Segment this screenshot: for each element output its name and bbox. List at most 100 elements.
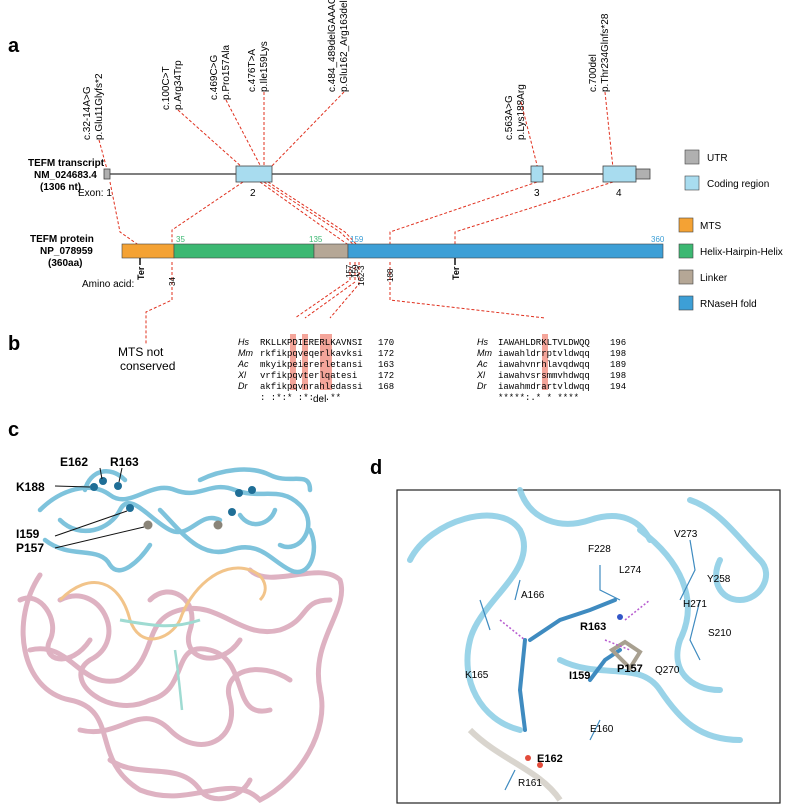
align-left-num-0: 170 (378, 338, 394, 348)
variant-p-1: p.Glu11Glyfs*2 (94, 73, 105, 140)
domain-mts (121, 243, 175, 259)
exon-3 (530, 165, 544, 183)
connector-15 (145, 262, 173, 345)
structure-leaders (54, 467, 145, 549)
connector-12 (267, 181, 359, 247)
tefm-backbone (37, 467, 317, 575)
aa-position-188: 188 (386, 268, 395, 282)
legend-transcript: UTR Coding region (684, 149, 769, 191)
domain-end-360: 360 (651, 235, 665, 244)
atom-k188 (90, 483, 98, 491)
atom-r163 (114, 482, 122, 490)
atom-i159 (126, 504, 134, 512)
rna-strand (58, 566, 267, 641)
exon-2 (235, 165, 273, 183)
protein-title-3: (360aa) (48, 258, 82, 269)
domain-rnaseh (347, 243, 664, 259)
label-k188: K188 (16, 480, 45, 494)
panel-label-c: c (8, 419, 19, 441)
protein-title-2: NP_078959 (40, 246, 93, 257)
legend-label-linker: Linker (700, 273, 728, 284)
variant-p-2: p.Arg34Trp (173, 60, 184, 110)
align-right-seq-0: IAWAHLDRKLTVLDWQQ (498, 338, 590, 348)
atom-2b (248, 486, 256, 494)
align-left-conservation: : :*:* :*: ..** (260, 393, 341, 403)
align-left-seq-3: vrfikpqvterlqatesi (260, 371, 357, 381)
variant-p-4: p.Ile159Lys (259, 41, 270, 92)
legend-swatch-mts (678, 217, 694, 233)
connector-16 (294, 262, 351, 319)
dna-strand (119, 618, 201, 628)
legend-label-mts: MTS (700, 221, 721, 232)
align-right-num-2: 189 (610, 360, 626, 370)
atom-p157 (143, 520, 153, 530)
domain-hhh (173, 243, 315, 259)
res-label-r161: R161 (518, 778, 542, 789)
align-left-species-3: Xl (237, 370, 247, 380)
legend-swatch-rnaseh (678, 295, 694, 311)
variant-c-5: c.484_489delGAAAGA (327, 0, 338, 92)
res-label-f228: F228 (588, 544, 611, 555)
align-left-species-2: Ac (237, 359, 249, 369)
exon-label-4: 4 (616, 188, 622, 199)
aa-position-157: 157 (345, 264, 354, 278)
connector-9 (171, 181, 244, 246)
oxygen-e162b (537, 762, 543, 768)
align-left-seq-2: mkyikpeiererletansi (260, 360, 363, 370)
hbonds (499, 599, 651, 651)
highlight-lys188 (542, 334, 548, 390)
panel-label-d: d (370, 457, 382, 479)
transcript-map: TEFM transcript NM_024683.4 (1306 nt) Ex… (28, 158, 651, 199)
nitrogen-r163 (617, 614, 623, 620)
zoom-backbone (407, 487, 769, 743)
exon-4 (602, 165, 637, 183)
del-label: del (313, 394, 326, 405)
ter-label-2: Ter (451, 266, 461, 280)
legend-swatch-hhh (678, 243, 694, 259)
atom-2c (228, 508, 236, 516)
domain-start-35: 35 (176, 235, 185, 244)
res-label-e162: E162 (537, 753, 563, 765)
variant-connectors (98, 91, 614, 345)
align-left-num-1: 172 (378, 349, 394, 359)
variant-p-7: p.Thr234Glnfs*28 (600, 13, 611, 92)
proline-ring (608, 639, 643, 672)
atom-2a (235, 489, 243, 497)
align-right-species-0: Hs (477, 337, 488, 347)
aa-position-159: 159 (351, 264, 360, 278)
amino-acid-label: Amino acid: (82, 279, 134, 290)
res-label-a166: A166 (521, 590, 545, 601)
exon-label-3: 3 (534, 188, 540, 199)
legend-label-hhh: Helix-Hairpin-Helix (700, 247, 783, 258)
legend-swatch-linker (678, 269, 694, 285)
align-right-conservation: *****:.* * **** (498, 393, 579, 403)
variant-c-2: c.100C>T (161, 66, 172, 110)
utr-5-prime (103, 168, 111, 180)
res-label-s210: S210 (708, 628, 732, 639)
exon-prefix: Exon: 1 (78, 188, 112, 199)
label-r163: R163 (110, 455, 139, 469)
protein-map: TEFM protein NP_078959 (360aa) 35 135 15… (30, 234, 665, 290)
atom-2d (213, 520, 223, 530)
connector-10 (259, 181, 351, 247)
align-right-species-1: Mm (477, 348, 492, 358)
ter-label-1: Ter (136, 266, 146, 280)
variant-p-6: p.Lys188Arg (516, 84, 527, 140)
align-right-num-4: 194 (610, 382, 626, 392)
zoom-frame (396, 489, 781, 804)
mts-note-line-1: MTS not (118, 345, 164, 359)
variant-c-6: c.563A>G (504, 95, 515, 140)
highlight-ile159 (302, 334, 308, 390)
align-left-species-0: Hs (238, 337, 249, 347)
domain-start-159: 159 (350, 235, 364, 244)
legend-label-utr: UTR (707, 153, 728, 164)
res-label-l274: L274 (619, 565, 642, 576)
connector-8 (109, 181, 141, 247)
res-label-r163: R163 (580, 621, 606, 633)
transcript-title-3: (1306 nt) (40, 182, 81, 193)
align-right-num-1: 198 (610, 349, 626, 359)
